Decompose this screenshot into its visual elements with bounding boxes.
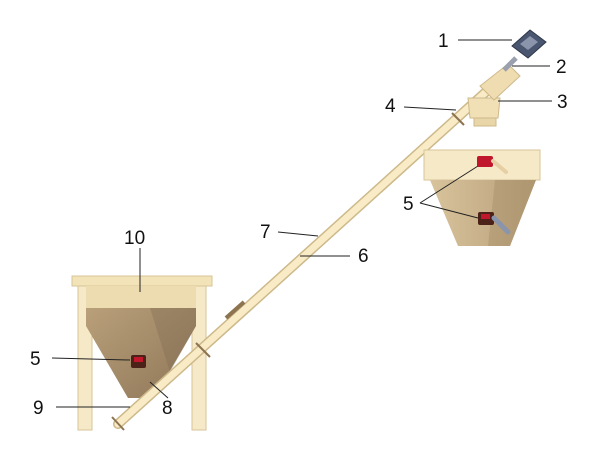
callout-2: 2	[556, 57, 567, 78]
leader-5-right-b	[419, 202, 479, 219]
tube-flange-lower	[195, 342, 211, 358]
callout-4: 4	[385, 96, 396, 117]
callout-1: 1	[438, 31, 449, 52]
level-sensor-right-top-probe	[491, 159, 508, 174]
discharge-head	[467, 56, 521, 127]
level-sensor-left-light	[134, 357, 143, 362]
callout-10: 10	[124, 228, 145, 249]
receiving-hopper	[423, 149, 541, 246]
hopper-cone-shade	[150, 308, 196, 372]
screw-conveyor-tube	[111, 85, 493, 431]
level-sensor-right-top	[477, 156, 493, 167]
drive-shaft	[502, 56, 518, 72]
tube-inspection-window	[224, 300, 246, 320]
tube-bottom-cap	[111, 416, 125, 431]
leader-5-right-a	[419, 165, 479, 204]
level-sensor-right-bottom-probe	[491, 215, 511, 235]
leader-8	[149, 381, 169, 399]
callout-7: 7	[260, 222, 271, 243]
tube-flange-upper	[451, 112, 465, 126]
hopper-top-rim	[71, 275, 213, 287]
leader-7	[277, 231, 319, 237]
callout-9: 9	[33, 398, 44, 419]
conveyor-tube-highlight	[114, 86, 492, 428]
hopper-cone	[86, 308, 196, 398]
hopper-upper-body	[86, 286, 196, 308]
leader-4	[403, 106, 457, 111]
callout-8: 8	[162, 398, 173, 419]
callout-3: 3	[557, 92, 568, 113]
callout-5-left: 5	[30, 349, 41, 370]
leader-5-left	[51, 357, 131, 361]
discharge-outlet	[473, 117, 497, 127]
receiving-hopper-shade	[488, 180, 536, 246]
callout-6: 6	[358, 246, 369, 267]
callout-5-right: 5	[403, 194, 414, 215]
feed-hopper-stand	[71, 275, 213, 431]
leader-lines	[51, 39, 552, 408]
level-sensor-right-bottom-light	[481, 214, 490, 219]
drive-housing	[479, 63, 521, 101]
callout-labels: 1 2 3 4 5 7 6 10 5 8 9	[30, 31, 568, 419]
discharge-chute	[467, 97, 501, 119]
drive-motor-icon	[511, 29, 547, 59]
